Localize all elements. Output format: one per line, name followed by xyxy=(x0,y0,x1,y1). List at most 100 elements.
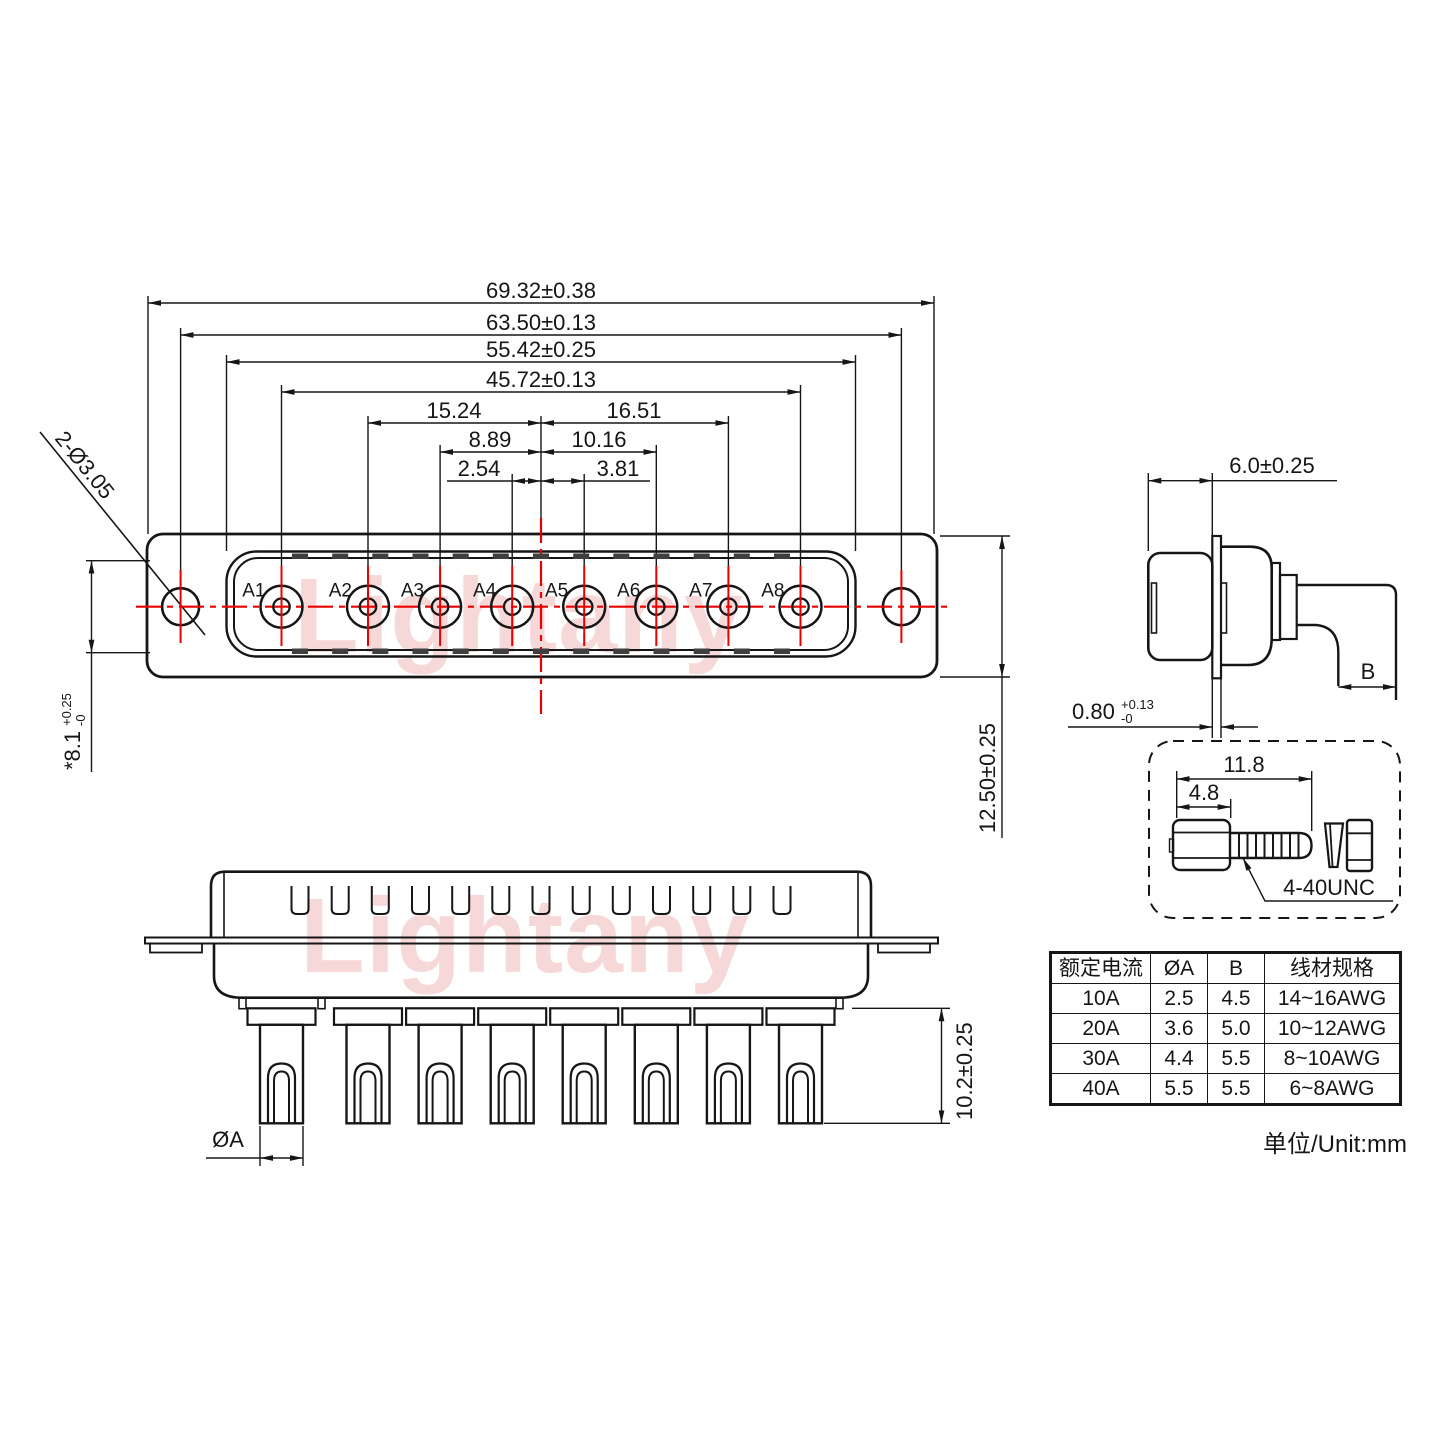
svg-text:+0.13: +0.13 xyxy=(1121,697,1154,712)
insert-dent-top xyxy=(412,553,429,559)
insert-dent-bottom xyxy=(613,648,630,654)
pin-slot-outer-8 xyxy=(785,1062,816,1123)
pin-slot-outer-4 xyxy=(497,1062,527,1123)
pin-label-a1: A1 xyxy=(242,581,265,602)
thread-spec-label: 4-40UNC xyxy=(1283,875,1375,900)
pin-slot-outer-1 xyxy=(266,1062,297,1123)
table-row: 40A 5.5 5.5 6~8AWG xyxy=(1050,1073,1401,1105)
pin-shoulder-4 xyxy=(477,1007,548,1026)
top-slot xyxy=(571,886,591,915)
insert-dent-bottom xyxy=(653,648,670,654)
cell-b: 5.0 xyxy=(1207,1013,1265,1044)
dim-insert-width: 55.42±0.25 xyxy=(486,337,596,362)
dim-pin-span: 45.72±0.13 xyxy=(486,367,596,392)
top-slot xyxy=(491,886,511,915)
side-wire-outer xyxy=(1296,583,1398,700)
pin-body-2 xyxy=(345,1023,391,1125)
insert-dent-bottom xyxy=(292,648,308,654)
screw-detail-dimensions: 11.8 4.8 4-40UNC xyxy=(1189,752,1375,900)
pin-slot-inner-5 xyxy=(575,1070,593,1123)
pin-slot-inner-2 xyxy=(359,1070,377,1123)
svg-text:12.50±0.25: 12.50±0.25 xyxy=(975,723,1000,833)
svg-text:2-Ø3.05: 2-Ø3.05 xyxy=(50,426,119,504)
hole-callout-leader xyxy=(39,431,206,636)
side-view-dimensions: 6.0±0.25 0.80 +0.13 -0 B xyxy=(1072,453,1375,726)
pin-label-a5: A5 xyxy=(545,581,568,602)
col-header-rated-current: 额定电流 xyxy=(1050,952,1151,984)
pin-slot-outer-6 xyxy=(641,1062,671,1123)
pin-slot-outer-3 xyxy=(425,1062,455,1123)
pin-slot-inner-4 xyxy=(503,1070,521,1123)
pin-label-a4: A4 xyxy=(473,581,497,602)
top-slot xyxy=(692,886,712,915)
pin-body-5 xyxy=(561,1023,607,1125)
spec-table: 额定电流 ØA B 线材规格 10A 2.5 4.5 14~16AWG 20A … xyxy=(1049,951,1402,1106)
pin-body-1 xyxy=(258,1023,305,1125)
bottom-flange xyxy=(144,936,939,945)
insert-dents xyxy=(292,553,790,654)
svg-text:*8.1: *8.1 xyxy=(60,731,85,770)
cell-dia: 5.5 xyxy=(1150,1073,1208,1105)
cell-awg: 14~16AWG xyxy=(1264,983,1401,1014)
flange-lip-left xyxy=(149,942,203,954)
pin-slot-outer-7 xyxy=(713,1062,743,1123)
side-face-boss xyxy=(1150,582,1158,634)
hole-callout: 2-Ø3.05 xyxy=(50,426,119,504)
cell-current: 20A xyxy=(1050,1013,1151,1044)
table-row: 20A 3.6 5.0 10~12AWG xyxy=(1050,1013,1401,1044)
pin-label-a7: A7 xyxy=(689,581,712,602)
insert-dent-bottom xyxy=(332,648,349,654)
bottom-body-lower xyxy=(212,943,870,999)
col-header-b: B xyxy=(1207,952,1265,984)
pin-body-8 xyxy=(777,1023,824,1125)
top-slot xyxy=(290,886,310,915)
screw-thread-lines xyxy=(1238,834,1300,857)
pin-body-7 xyxy=(705,1023,752,1125)
insert-dent-top xyxy=(774,553,790,559)
pin-slot-outer-5 xyxy=(569,1062,599,1123)
watermark-bottom: Lightany xyxy=(300,877,750,995)
insert-dent-top xyxy=(332,553,349,559)
dim-pin-length: 10.2±0.25 xyxy=(952,1022,977,1120)
pin-slot-inner-7 xyxy=(719,1070,737,1123)
side-mating-face xyxy=(1147,551,1214,662)
pin-label-a2: A2 xyxy=(329,581,352,602)
bottom-dim-lines xyxy=(206,1007,950,1166)
top-slot xyxy=(370,886,390,915)
base-tab xyxy=(238,996,247,1010)
dim-mount-hole-span: 63.50±0.13 xyxy=(486,310,596,335)
cell-current: 40A xyxy=(1050,1073,1151,1105)
insert-dent-bottom xyxy=(774,648,790,654)
front-dimension-lines xyxy=(88,300,1005,838)
pin-shoulder-1 xyxy=(246,1007,317,1026)
dim-screw-total-length: 11.8 xyxy=(1223,752,1264,777)
top-slot xyxy=(531,886,551,915)
cell-current: 10A xyxy=(1050,983,1151,1014)
svg-text:-0: -0 xyxy=(73,714,88,726)
insert-dent-bottom xyxy=(492,648,509,654)
dim-flange-thickness: 0.80 +0.13 -0 xyxy=(1072,697,1154,726)
col-header-wire-gauge: 线材规格 xyxy=(1264,952,1401,984)
dim-a3-to-center: 8.89 xyxy=(469,427,512,452)
pin-label-a8: A8 xyxy=(761,581,784,602)
cell-awg: 10~12AWG xyxy=(1264,1013,1401,1044)
insert-dent-top xyxy=(693,553,710,559)
pin-shoulder-8 xyxy=(765,1007,836,1026)
sleeve-part xyxy=(1345,818,1374,873)
wedge-part xyxy=(1323,822,1345,869)
side-wire-inner xyxy=(1296,623,1340,686)
dim-face-depth: 6.0±0.25 xyxy=(1229,453,1314,478)
bottom-body-top xyxy=(209,870,873,938)
dim-center-to-a5: 3.81 xyxy=(597,456,640,481)
insert-dent-top xyxy=(733,553,750,559)
svg-text:-0: -0 xyxy=(1121,711,1133,726)
pin-slot-inner-8 xyxy=(792,1070,809,1123)
insert-dent-top xyxy=(573,553,590,559)
front-view-dimensions: 69.32±0.38 63.50±0.13 55.42±0.25 45.72±0… xyxy=(50,278,1000,833)
pin-slot-outer-2 xyxy=(353,1062,383,1123)
dim-wire-label: B xyxy=(1361,659,1376,684)
bottom-view-dimensions: ØA 10.2±0.25 xyxy=(212,1022,977,1152)
